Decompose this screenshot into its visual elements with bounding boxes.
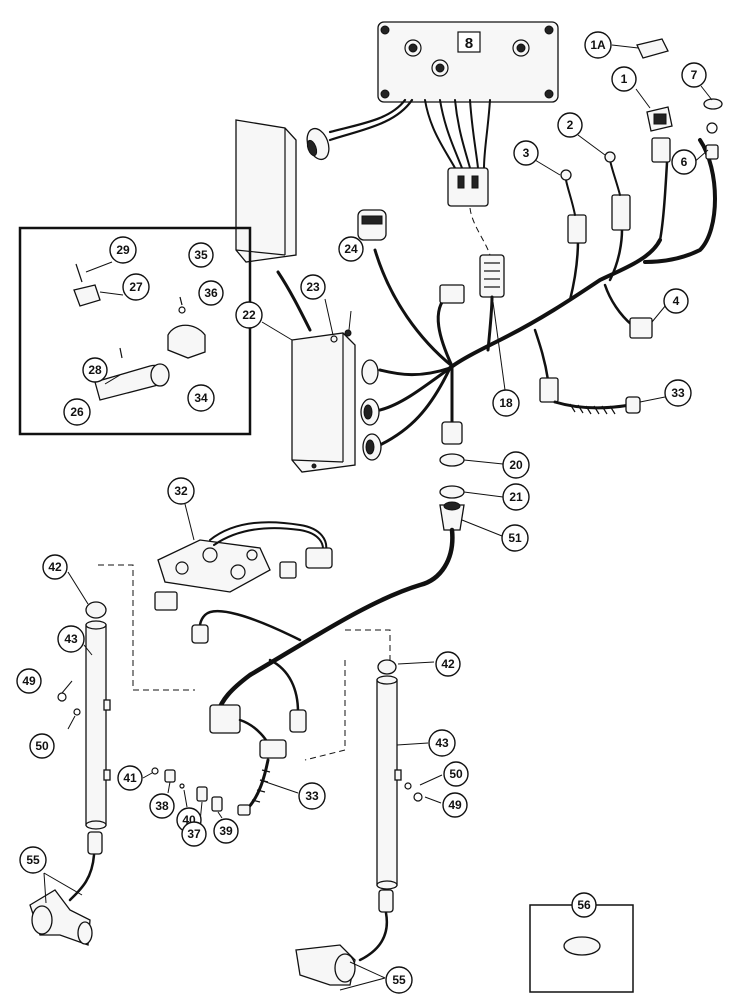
svg-text:42: 42 (441, 657, 455, 671)
callout-23: 23 (300, 274, 326, 300)
svg-text:4: 4 (673, 294, 680, 308)
callout-6: 6 (671, 149, 697, 175)
svg-text:22: 22 (242, 308, 256, 322)
panel-harness (424, 99, 505, 352)
callout-36: 36 (198, 280, 224, 306)
callouts: 1A 1 7 6 2 3 4 33 18 20 21 51 22 23 24 2… (16, 31, 707, 994)
svg-text:55: 55 (26, 853, 40, 867)
callout-49-right: 49 (442, 792, 468, 818)
callout-55-right: 55 (385, 966, 413, 994)
svg-text:42: 42 (48, 560, 62, 574)
callout-27: 27 (122, 273, 150, 301)
svg-text:37: 37 (187, 827, 201, 841)
callout-7: 7 (681, 62, 707, 88)
svg-text:49: 49 (22, 674, 36, 688)
post-left (29, 601, 111, 946)
svg-text:33: 33 (671, 386, 685, 400)
callout-35: 35 (188, 242, 214, 268)
svg-text:7: 7 (691, 68, 698, 82)
callout-1A: 1A (584, 31, 612, 59)
callout-43-left: 43 (57, 625, 85, 653)
svg-text:50: 50 (35, 739, 49, 753)
svg-text:27: 27 (129, 280, 143, 294)
svg-text:29: 29 (116, 243, 130, 257)
callout-42-left: 42 (42, 554, 68, 580)
callout-42-right: 42 (435, 651, 461, 677)
svg-text:55: 55 (392, 973, 406, 987)
svg-text:43: 43 (435, 736, 449, 750)
callout-2: 2 (557, 112, 583, 138)
callout-29: 29 (109, 236, 137, 264)
module-box-upper (235, 119, 297, 263)
svg-text:34: 34 (194, 391, 208, 405)
svg-text:2: 2 (567, 118, 574, 132)
callout-18: 18 (492, 389, 520, 417)
main-harness (357, 38, 723, 461)
inset-box (18, 226, 252, 436)
callout-33-upper: 33 (664, 379, 692, 407)
svg-text:1: 1 (621, 72, 628, 86)
control-panel: 8 (377, 21, 559, 103)
callout-1: 1 (611, 66, 637, 92)
callout-39: 39 (213, 818, 239, 844)
svg-text:21: 21 (509, 490, 523, 504)
valve-block (154, 521, 333, 611)
svg-text:3: 3 (523, 146, 530, 160)
callout-20: 20 (502, 451, 530, 479)
callout-26: 26 (63, 398, 91, 426)
callout-4: 4 (663, 288, 689, 314)
svg-text:32: 32 (174, 484, 188, 498)
post-right (295, 659, 402, 986)
callout-51: 51 (501, 524, 529, 552)
svg-text:18: 18 (499, 396, 513, 410)
callout-3: 3 (513, 140, 539, 166)
svg-text:1A: 1A (590, 38, 606, 52)
svg-text:49: 49 (448, 798, 462, 812)
svg-text:6: 6 (681, 155, 688, 169)
svg-text:56: 56 (577, 898, 591, 912)
callout-22: 22 (235, 301, 263, 329)
svg-text:26: 26 (70, 405, 84, 419)
svg-text:24: 24 (344, 242, 358, 256)
svg-text:35: 35 (194, 248, 208, 262)
svg-text:51: 51 (508, 531, 522, 545)
svg-text:20: 20 (509, 458, 523, 472)
callout-49-left: 49 (16, 668, 42, 694)
svg-text:39: 39 (219, 824, 233, 838)
callout-24: 24 (338, 236, 364, 262)
svg-text:50: 50 (449, 767, 463, 781)
svg-text:36: 36 (204, 286, 218, 300)
callout-50-left: 50 (29, 733, 55, 759)
callout-56: 56 (571, 892, 597, 918)
leader-lines (43, 44, 713, 991)
callout-38: 38 (149, 793, 175, 819)
callout-55-left: 55 (19, 846, 47, 874)
digit-display (457, 31, 481, 53)
callout-41: 41 (117, 765, 143, 791)
callout-33-lower: 33 (298, 782, 326, 810)
svg-text:41: 41 (123, 771, 137, 785)
module-box-lower (291, 332, 356, 473)
callout-37: 37 (181, 821, 207, 847)
callout-32: 32 (167, 477, 195, 505)
callout-43-right: 43 (428, 729, 456, 757)
svg-text:38: 38 (155, 799, 169, 813)
svg-text:28: 28 (88, 363, 102, 377)
callout-34: 34 (187, 384, 215, 412)
callout-50-right: 50 (443, 761, 469, 787)
svg-text:43: 43 (64, 632, 78, 646)
svg-text:23: 23 (306, 280, 320, 294)
callout-28: 28 (82, 357, 108, 383)
callout-21: 21 (502, 483, 530, 511)
lower-harness (191, 527, 455, 816)
svg-text:33: 33 (305, 789, 319, 803)
digit-display-value: 8 (464, 36, 473, 53)
